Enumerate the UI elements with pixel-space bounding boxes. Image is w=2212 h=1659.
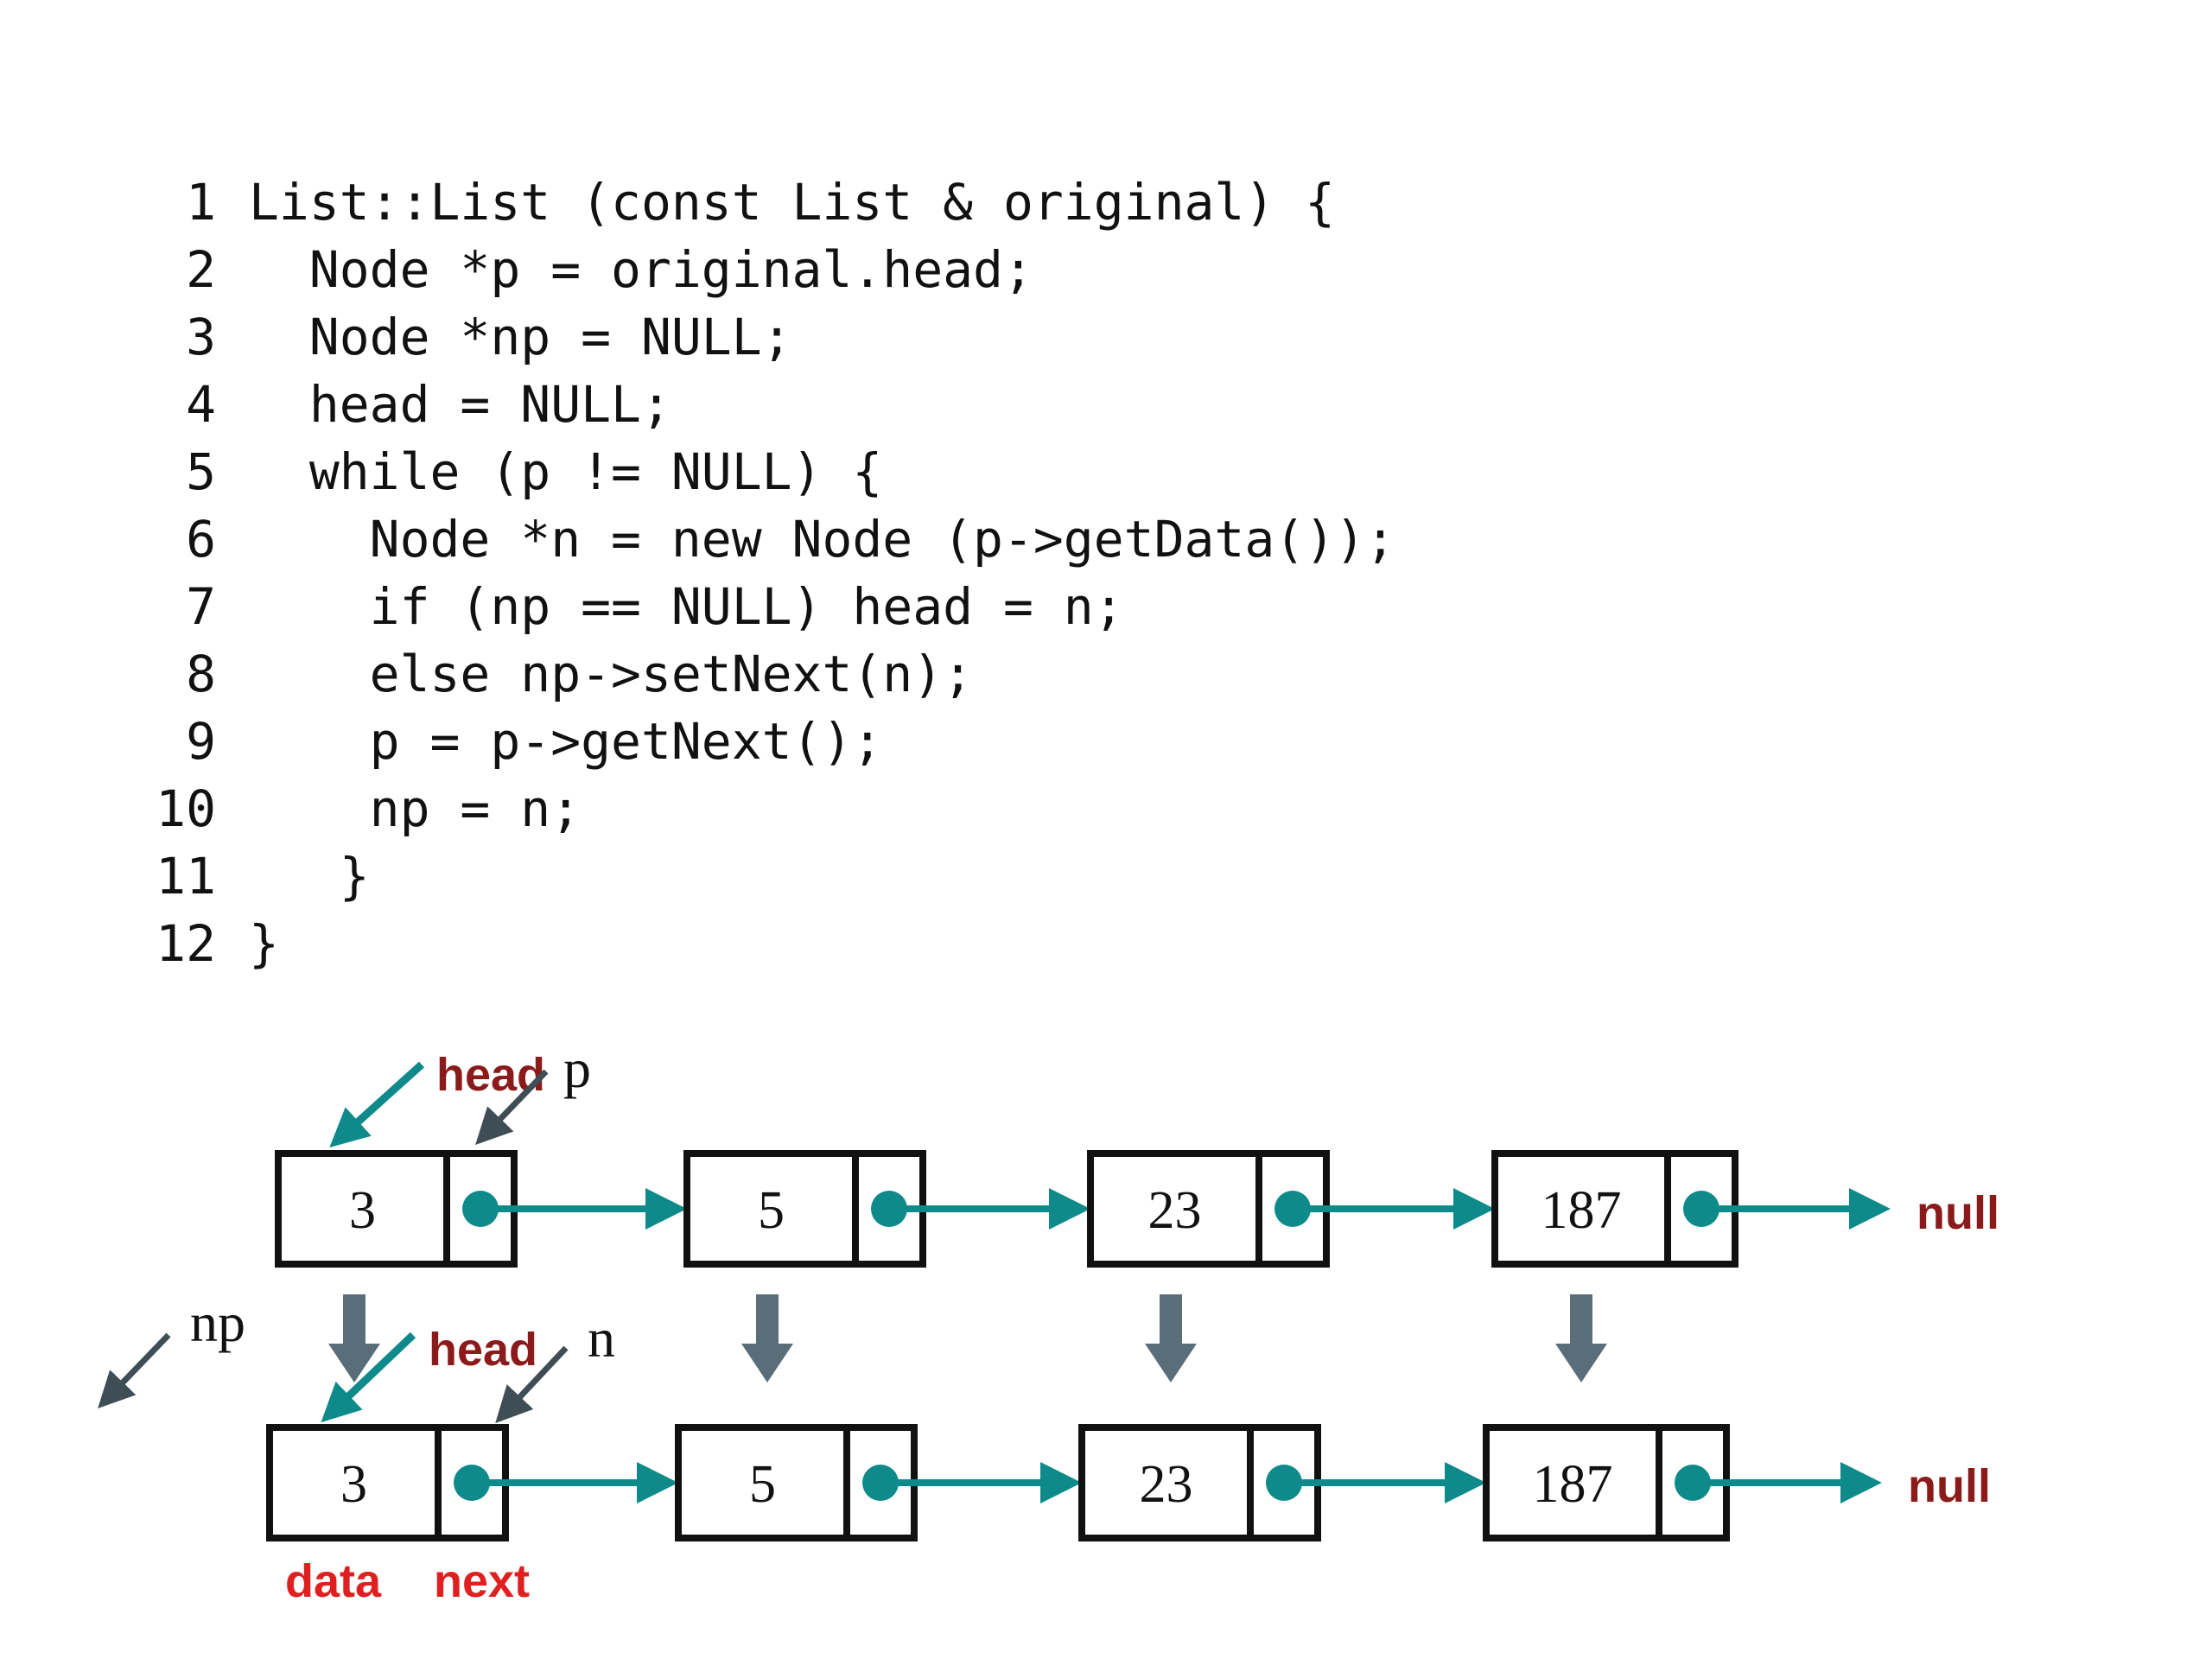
copy-list: 3 5 23 187 [266,1424,1882,1541]
line-number: 12 [156,914,216,973]
line-text: } [249,914,279,973]
line-text: } [249,847,370,906]
line-number: 5 [186,442,216,501]
code-line: 2 Node *p = original.head; [130,236,1395,303]
line-text: if (np == NULL) head = n; [249,577,1124,636]
null-label-original: null [1916,1187,1999,1239]
null-label-copy: null [1908,1460,1991,1512]
data-label: data [285,1555,382,1607]
head-pointer-arrow-original [329,1061,425,1148]
list-node: 5 [675,1424,1082,1541]
line-text: List::List (const List & original) { [249,173,1336,232]
code-line: 11 } [130,842,1395,910]
list-node: 23 [1078,1424,1486,1541]
line-text: Node *n = new Node (p->getData()); [249,510,1395,569]
line-text: Node *np = NULL; [249,308,792,366]
code-line: 6 Node *n = new Node (p->getData()); [130,505,1395,573]
line-text: Node *p = original.head; [249,240,1033,299]
node-value: 187 [1533,1455,1613,1514]
np-label: np [190,1292,245,1353]
code-line: 9 p = p->getNext(); [130,708,1395,775]
code-line: 3 Node *np = NULL; [130,303,1395,371]
copy-down-arrow [328,1294,380,1382]
head-label-copy: head [429,1324,537,1376]
line-text: head = NULL; [249,375,671,434]
list-node: 3 [266,1424,678,1541]
line-number: 2 [186,240,216,299]
line-number: 10 [156,779,216,838]
copy-down-arrow [1555,1294,1607,1382]
node-box [683,1150,926,1268]
code-line: 1 List::List (const List & original) { [130,168,1395,236]
line-number: 7 [186,577,216,636]
line-number: 4 [186,375,216,434]
head-pointer-arrow-copy [321,1332,416,1423]
list-node: 187 [1483,1424,1882,1541]
list-node: 23 [1087,1150,1495,1268]
line-text: while (p != NULL) { [249,442,883,501]
code-line: 12} [130,910,1395,977]
node-value: 187 [1541,1181,1622,1240]
line-number: 3 [186,308,216,366]
code-line: 4 head = NULL; [130,371,1395,438]
list-node: 3 [275,1150,687,1268]
n-label: n [588,1307,615,1369]
node-value: 5 [758,1181,785,1240]
node-value: 3 [349,1181,376,1240]
p-label: p [563,1038,591,1099]
np-pointer-arrow [98,1332,171,1409]
n-pointer-arrow [495,1345,569,1424]
node-value: 5 [749,1455,776,1514]
copy-arrows [328,1294,1607,1382]
line-text: else np->setNext(n); [249,645,974,703]
line-number: 11 [156,847,216,906]
list-node: 187 [1491,1150,1891,1268]
line-number: 9 [186,712,216,771]
line-number: 8 [186,645,216,703]
node-value: 3 [340,1455,367,1514]
next-label: next [434,1555,530,1607]
line-number: 1 [186,173,216,232]
copy-down-arrow [741,1294,793,1382]
code-line: 10 np = n; [130,775,1395,842]
original-list: 3 5 23 187 [275,1150,1891,1268]
code-line: 5 while (p != NULL) { [130,438,1395,505]
line-text: np = n; [249,779,582,838]
line-number: 6 [186,510,216,569]
list-node: 5 [683,1150,1090,1268]
code-line: 7 if (np == NULL) head = n; [130,573,1395,640]
node-value: 23 [1148,1181,1202,1240]
p-pointer-arrow [475,1069,549,1146]
node-value: 23 [1140,1455,1193,1514]
copy-down-arrow [1145,1294,1197,1382]
line-text: p = p->getNext(); [249,712,883,771]
code-line: 8 else np->setNext(n); [130,640,1395,708]
